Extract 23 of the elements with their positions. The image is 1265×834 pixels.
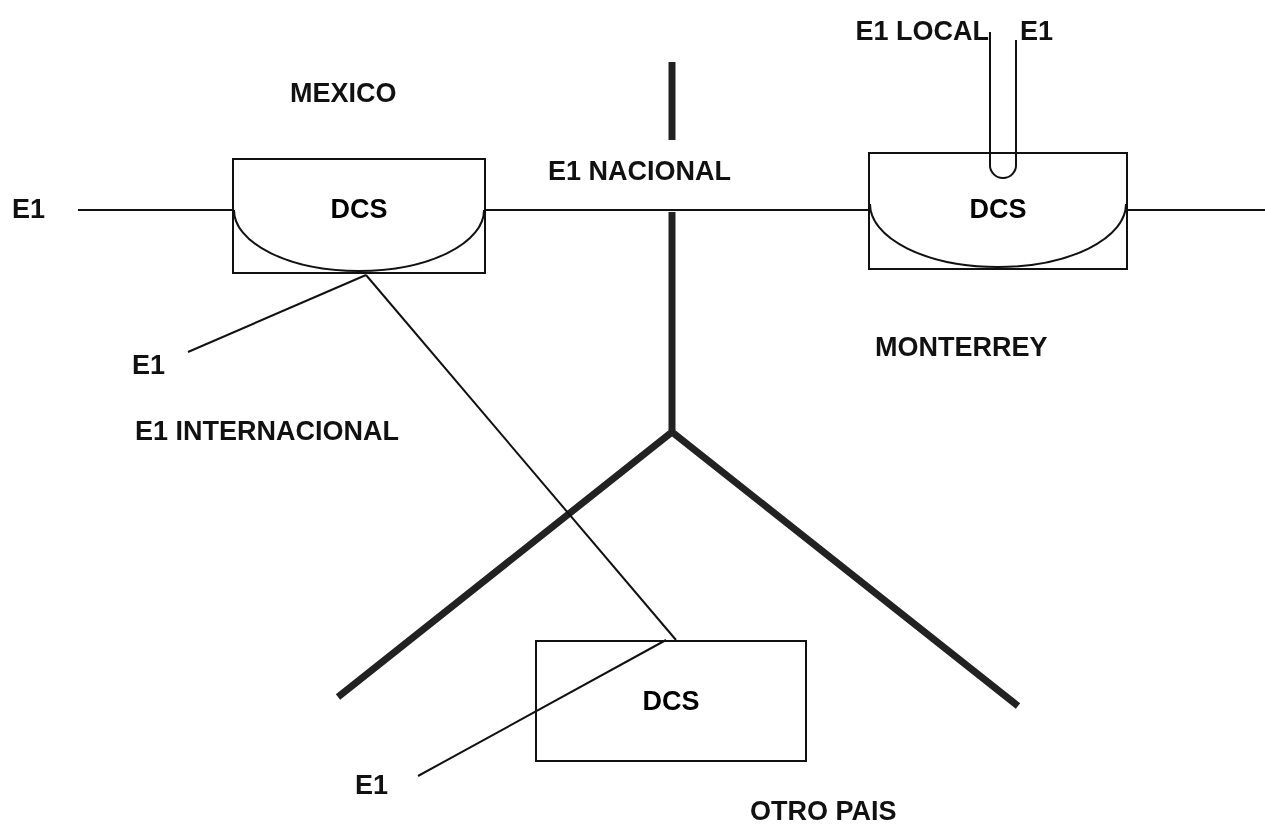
line	[989, 31, 1004, 179]
dcs-box	[535, 640, 807, 762]
place-label: MEXICO	[290, 80, 397, 107]
line-label: E1	[1020, 18, 1054, 45]
line-label: E1	[12, 196, 46, 223]
line	[1002, 39, 1017, 179]
line	[77, 209, 233, 211]
line-label: E1 INTERNACIONAL	[135, 418, 399, 445]
line-label: E1	[132, 352, 166, 379]
line	[485, 209, 869, 211]
dcs-box	[868, 152, 1128, 270]
line-label: E1 LOCAL	[855, 18, 989, 45]
line	[1127, 209, 1265, 211]
line	[417, 639, 667, 777]
place-label: OTRO PAIS	[750, 798, 897, 825]
place-label: MONTERREY	[875, 334, 1048, 361]
line-label: E1	[355, 772, 389, 799]
line	[187, 274, 367, 353]
node-label: DCS	[329, 196, 389, 223]
node-label: DCS	[968, 196, 1028, 223]
node-label: DCS	[641, 688, 701, 715]
line	[365, 274, 677, 641]
dcs-box	[232, 158, 486, 274]
